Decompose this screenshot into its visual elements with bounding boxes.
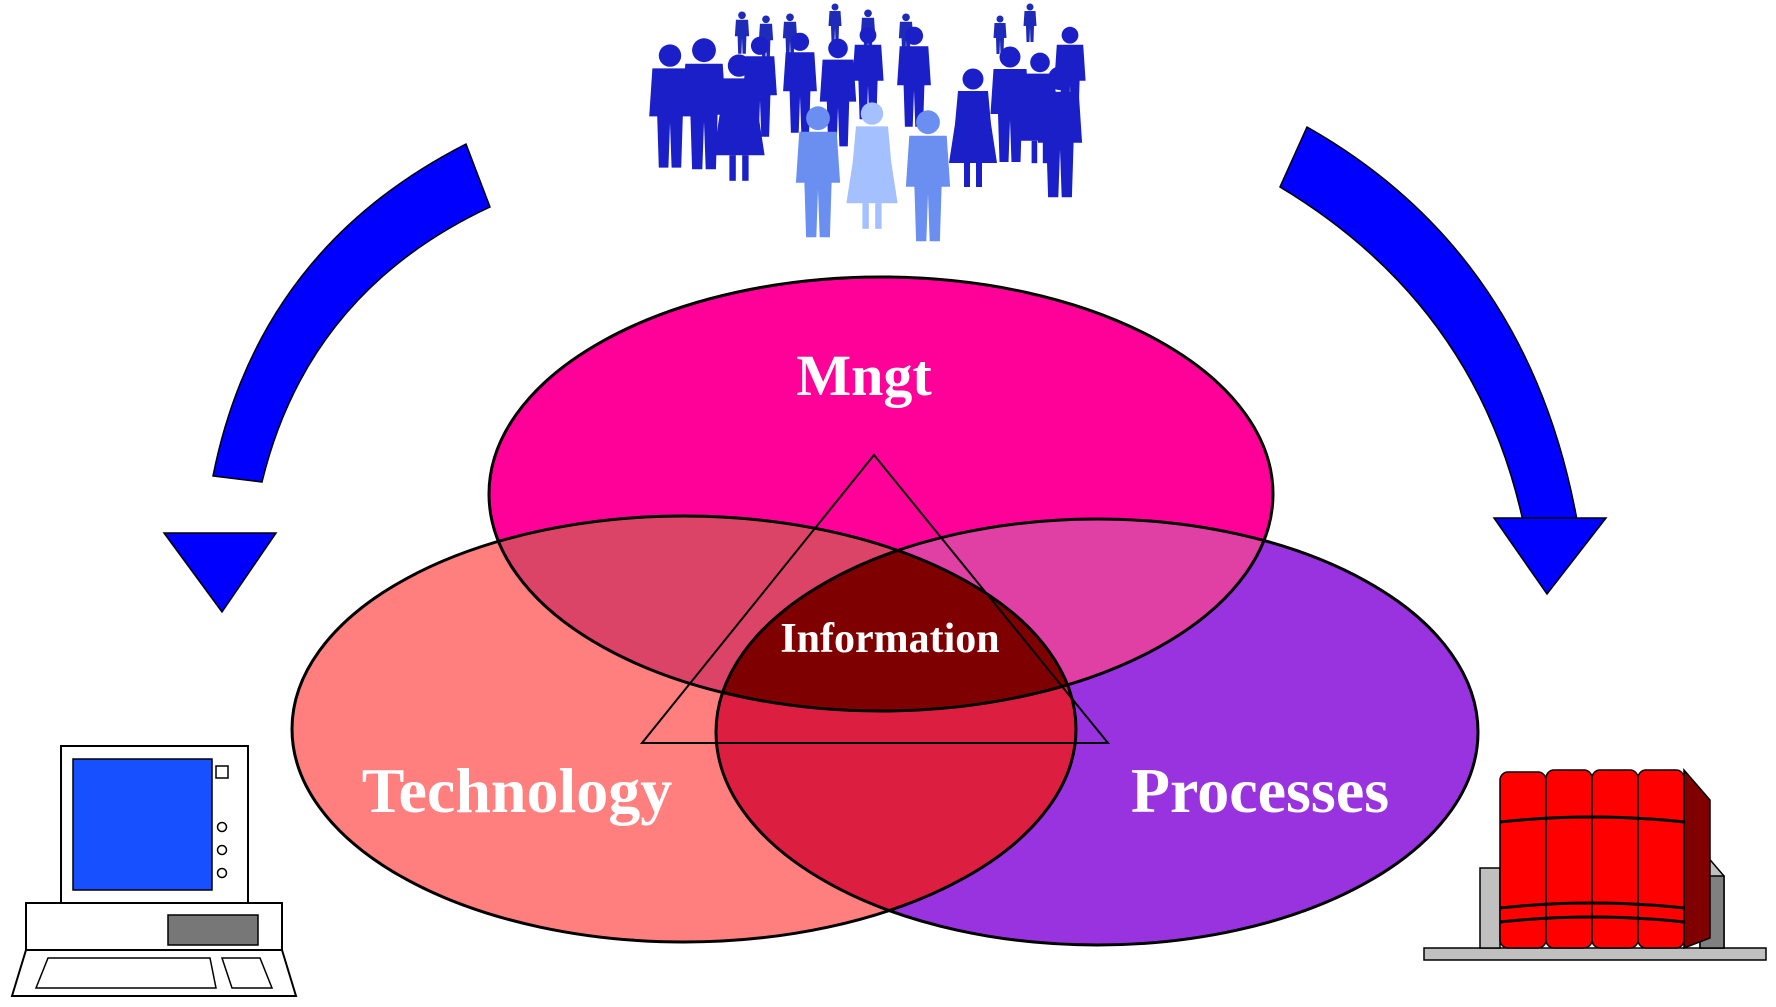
people-group-icon xyxy=(649,3,1086,242)
venn-ellipses xyxy=(290,275,1480,947)
label-processes: Processes xyxy=(1131,755,1389,826)
center-triangle xyxy=(639,453,1111,744)
books-icon xyxy=(1423,767,1767,961)
label-mngt: Mngt xyxy=(796,343,932,408)
label-technology: Technology xyxy=(362,755,673,826)
curved-arrow-right-icon xyxy=(1279,125,1608,596)
label-information: Information xyxy=(780,616,999,662)
overlap-center xyxy=(716,519,1076,711)
computer-icon xyxy=(10,745,298,997)
curved-arrow-left-icon xyxy=(162,142,491,614)
